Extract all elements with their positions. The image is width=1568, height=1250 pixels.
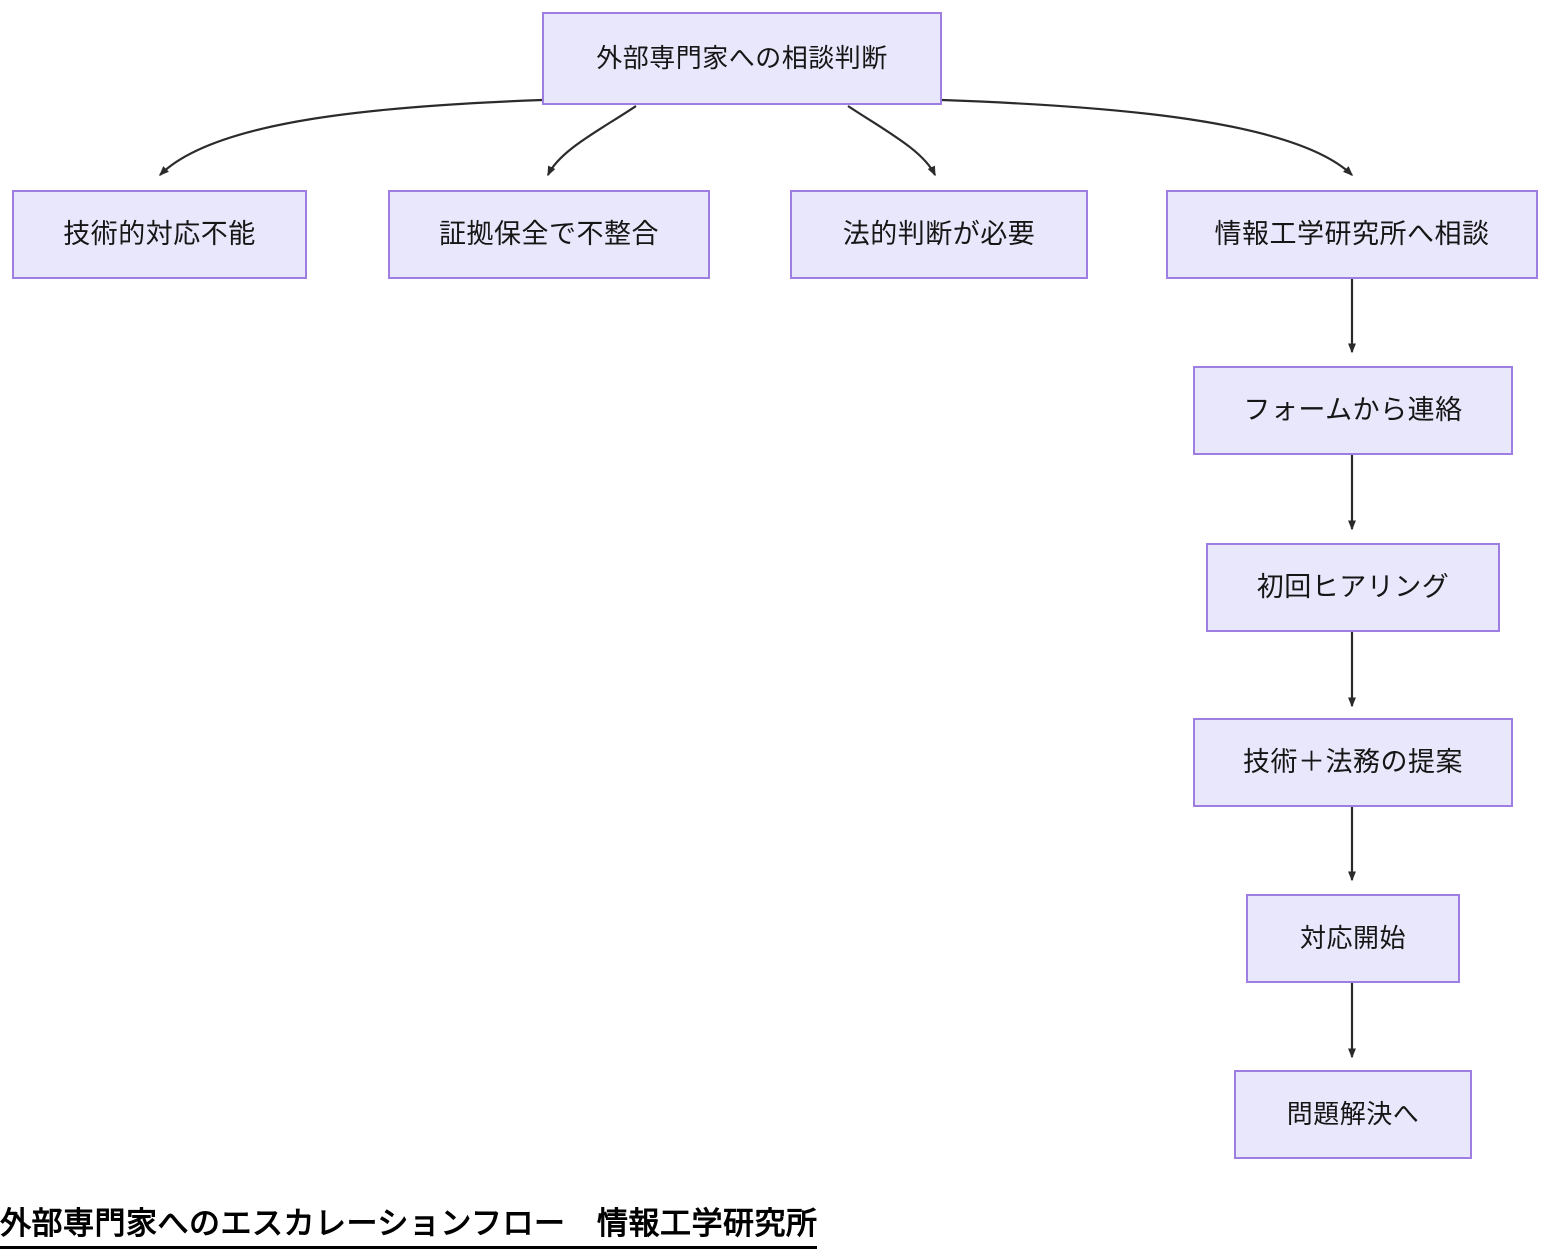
node-hearing[interactable]: 初回ヒアリング bbox=[1206, 543, 1500, 632]
node-form-label: フォームから連絡 bbox=[1243, 394, 1463, 425]
node-resolve-label: 問題解決へ bbox=[1286, 1099, 1420, 1130]
diagram-caption: 外部専門家へのエスカレーションフロー 情報工学研究所 bbox=[0, 1198, 900, 1249]
node-root-label: 外部専門家への相談判断 bbox=[596, 43, 888, 74]
node-form[interactable]: フォームから連絡 bbox=[1193, 366, 1513, 455]
edge-root-to-legal bbox=[847, 105, 936, 177]
node-tech-label: 技術的対応不能 bbox=[63, 218, 256, 249]
diagram-caption-text: 外部専門家へのエスカレーションフロー 情報工学研究所 bbox=[0, 1198, 818, 1249]
node-legal-label: 法的判断が必要 bbox=[842, 218, 1036, 249]
edge-root-to-tech bbox=[159, 98, 543, 176]
node-hearing-label: 初回ヒアリング bbox=[1256, 571, 1450, 602]
node-evidence-label: 証拠保全で不整合 bbox=[439, 218, 659, 249]
node-legal[interactable]: 法的判断が必要 bbox=[790, 190, 1088, 279]
node-start[interactable]: 対応開始 bbox=[1246, 894, 1460, 983]
edge-root-to-evidence bbox=[547, 105, 637, 177]
node-tech[interactable]: 技術的対応不能 bbox=[12, 190, 307, 279]
node-start-label: 対応開始 bbox=[1299, 923, 1406, 954]
node-resolve[interactable]: 問題解決へ bbox=[1234, 1070, 1472, 1159]
node-consult-label: 情報工学研究所へ相談 bbox=[1214, 218, 1490, 249]
node-proposal[interactable]: 技術＋法務の提案 bbox=[1193, 718, 1513, 807]
edge-root-to-consult bbox=[941, 98, 1354, 176]
node-consult[interactable]: 情報工学研究所へ相談 bbox=[1166, 190, 1538, 279]
node-proposal-label: 技術＋法務の提案 bbox=[1243, 746, 1463, 777]
node-root[interactable]: 外部専門家への相談判断 bbox=[542, 12, 942, 105]
node-evidence[interactable]: 証拠保全で不整合 bbox=[388, 190, 710, 279]
